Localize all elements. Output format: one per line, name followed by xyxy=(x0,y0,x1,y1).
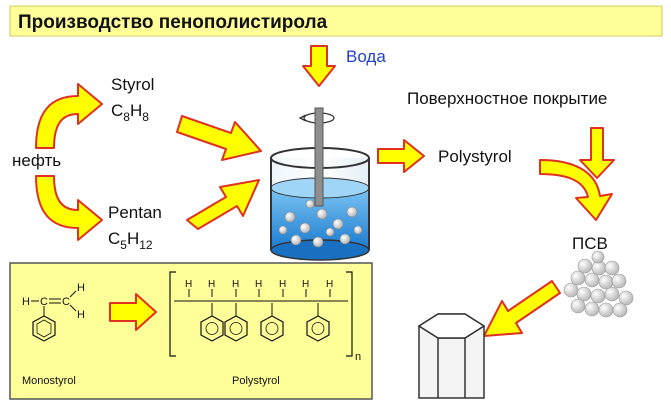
rotation-arrowhead-icon xyxy=(298,114,307,122)
styrol-formula: C8H8 xyxy=(111,101,149,124)
chemistry-box xyxy=(9,262,373,400)
svg-text:H: H xyxy=(232,279,239,290)
arrow-psv-to-block xyxy=(483,280,561,337)
styrol-label: Styrol xyxy=(111,75,154,94)
svg-text:H: H xyxy=(326,279,333,290)
repeat-n-label: n xyxy=(355,351,361,363)
svg-text:C: C xyxy=(40,296,48,308)
monostyrol-structure: H C C H H xyxy=(22,282,85,342)
svg-text:H: H xyxy=(185,279,192,290)
arrow-oil-to-styrol xyxy=(35,83,103,149)
polystyrol-label: Polystyrol xyxy=(438,147,512,166)
foam-block xyxy=(417,313,486,399)
svg-text:H: H xyxy=(77,282,85,294)
svg-text:H: H xyxy=(255,279,262,290)
pentan-formula: C5H12 xyxy=(108,229,153,252)
svg-text:H: H xyxy=(279,279,286,290)
coating-label: Поверхностное покрытие xyxy=(407,89,607,108)
arrow-polystyrol-to-psv xyxy=(539,159,613,221)
stirrer-shaft xyxy=(314,107,324,207)
arrow-styrol-to-beaker xyxy=(176,115,262,161)
arrow-water-down xyxy=(302,45,336,87)
reactor-beaker xyxy=(270,107,370,261)
water-label: Вода xyxy=(346,47,386,66)
page-title: Производство пенополистирола xyxy=(18,12,328,33)
svg-text:H: H xyxy=(208,279,215,290)
svg-text:H: H xyxy=(302,279,309,290)
arrow-beaker-to-polystyrol xyxy=(377,139,425,173)
svg-text:H: H xyxy=(22,296,30,308)
arrow-monostyrol-to-polystyrol xyxy=(109,293,157,331)
polystyrol-chain-label: Polystyrol xyxy=(232,375,280,387)
svg-text:H: H xyxy=(77,309,85,321)
psv-pearl-pile xyxy=(563,250,634,318)
arrow-pentan-to-beaker xyxy=(186,179,260,230)
beaker-pearls xyxy=(278,199,363,248)
svg-text:C: C xyxy=(62,296,70,308)
arrow-coating-down xyxy=(579,127,615,179)
polystyrol-structure: n H H H H H H H xyxy=(169,271,361,363)
monostyrol-label: Monostyrol xyxy=(22,375,76,387)
oil-label: нефть xyxy=(12,151,61,170)
arrow-oil-to-pentan xyxy=(35,175,103,241)
pentan-label: Pentan xyxy=(108,203,162,222)
psv-label: ПСВ xyxy=(572,234,608,253)
title-bar xyxy=(9,5,663,37)
